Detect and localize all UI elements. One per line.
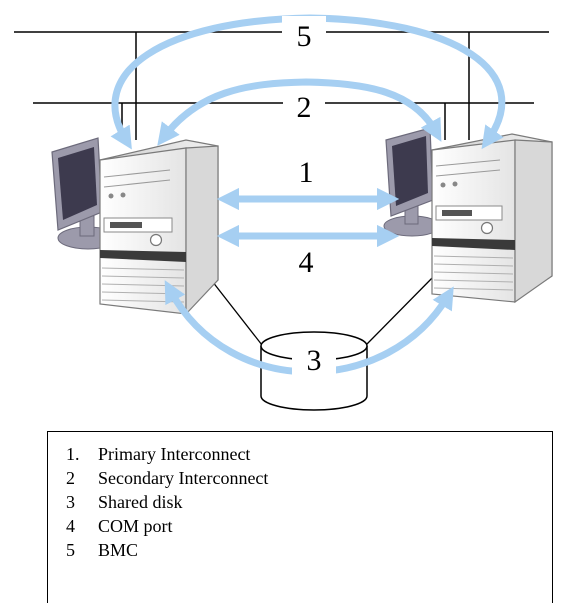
legend-item-label: Primary Interconnect xyxy=(98,444,251,464)
legend-box: 1. Primary Interconnect 2 Secondary Inte… xyxy=(47,431,553,603)
label-shared-disk: 3 xyxy=(307,344,322,377)
legend-item: 3 Shared disk xyxy=(66,490,552,514)
right-server xyxy=(383,127,553,304)
left-tower xyxy=(99,139,219,316)
legend-list: 1. Primary Interconnect 2 Secondary Inte… xyxy=(48,432,552,562)
legend-item-label: COM port xyxy=(98,516,173,536)
legend-item-number: 3 xyxy=(66,492,75,512)
connection-labels: 5 2 1 4 3 xyxy=(282,16,336,377)
arrow-secondary-interconnect xyxy=(157,78,442,146)
legend-item: 4 COM port xyxy=(66,514,552,538)
label-bmc: 5 xyxy=(297,20,312,53)
right-tower xyxy=(431,133,553,304)
legend-item: 2 Secondary Interconnect xyxy=(66,466,552,490)
legend-item-number: 4 xyxy=(66,516,75,536)
label-com-port: 4 xyxy=(299,246,314,279)
cluster-diagram: 5 2 1 4 3 xyxy=(14,14,553,411)
legend-item: 1. Primary Interconnect xyxy=(66,442,552,466)
disk-cable-right xyxy=(365,271,439,346)
legend-item: 5 BMC xyxy=(66,538,552,562)
label-secondary-interconnect: 2 xyxy=(297,91,312,124)
legend-item-number: 5 xyxy=(66,540,75,560)
legend-item-label: Secondary Interconnect xyxy=(98,468,269,488)
legend-item-label: BMC xyxy=(98,540,139,560)
label-primary-interconnect: 1 xyxy=(299,156,314,189)
legend-item-label: Shared disk xyxy=(98,492,183,512)
left-server xyxy=(51,137,219,316)
legend-item-number: 2 xyxy=(66,468,75,488)
legend-item-number: 1. xyxy=(66,444,80,464)
